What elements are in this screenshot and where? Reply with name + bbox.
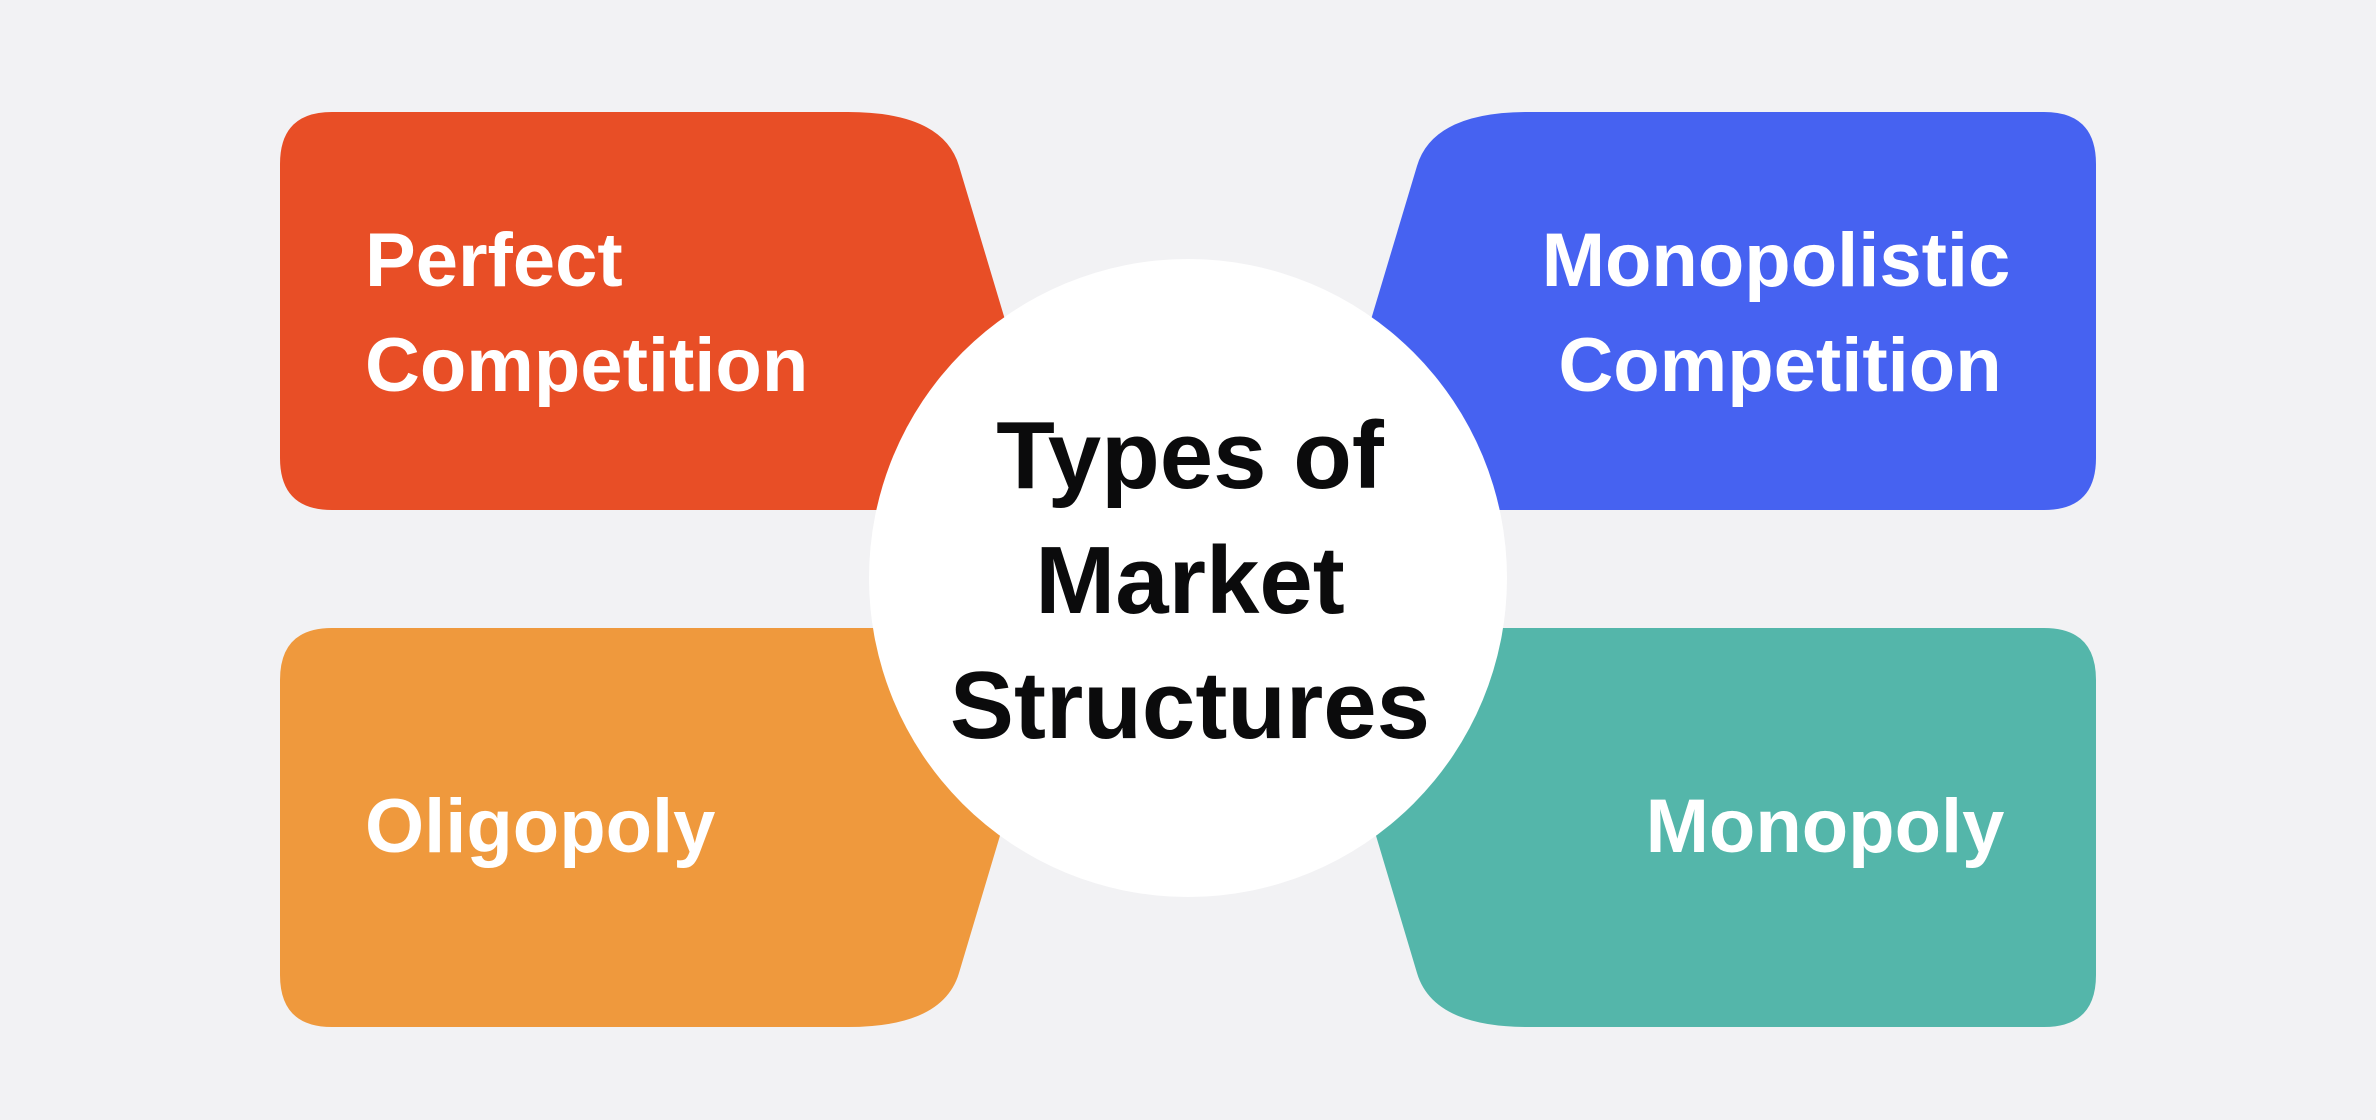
label-oligopoly: Oligopoly	[365, 784, 715, 869]
label-monopolistic-line1: Monopolistic	[1542, 218, 2011, 303]
card-oligopoly	[280, 628, 1062, 1027]
card-monopolistic-competition	[1314, 112, 2096, 510]
center-title-line1: Types of	[996, 402, 1385, 509]
label-monopolistic-line2: Competition	[1558, 323, 2001, 408]
label-monopoly: Monopoly	[1646, 784, 2005, 869]
card-monopoly	[1314, 628, 2096, 1027]
label-perfect-line1: Perfect	[365, 218, 623, 303]
center-hub-circle	[869, 259, 1507, 897]
label-perfect-line2: Competition	[365, 323, 808, 408]
center-title-line2: Market	[1035, 527, 1344, 634]
center-title-line3: Structures	[950, 652, 1430, 759]
card-perfect-competition	[280, 112, 1062, 510]
